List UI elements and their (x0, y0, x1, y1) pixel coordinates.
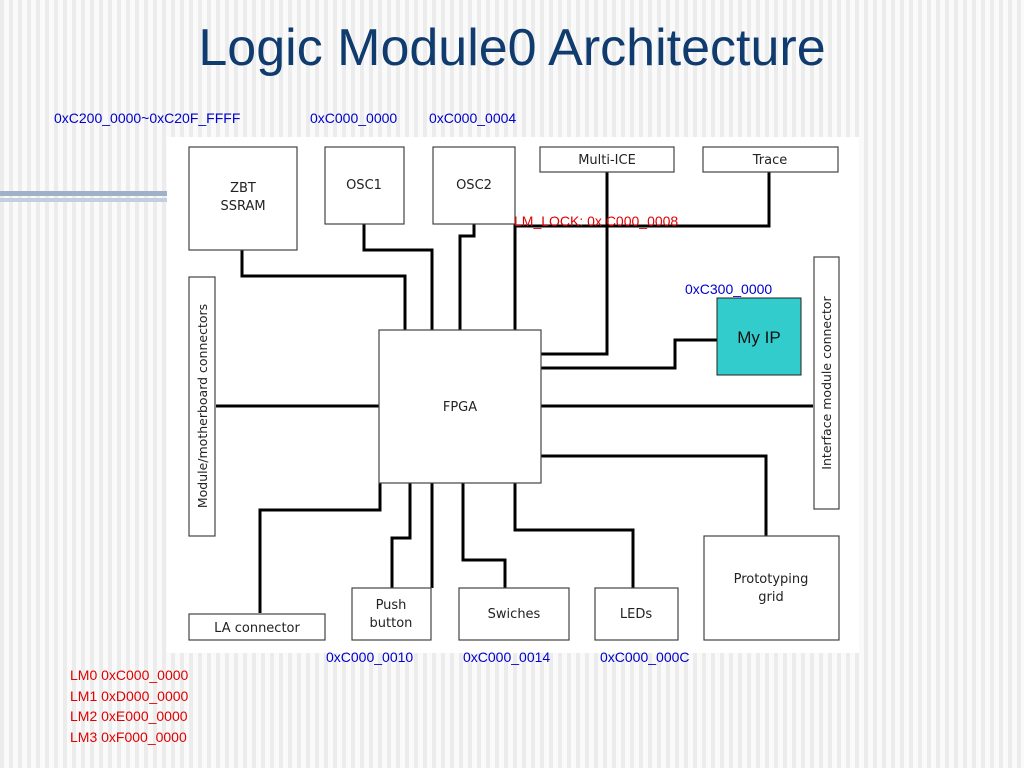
logic-module-list: LM0 0xC000_0000 LM1 0xD000_0000 LM2 0xE0… (70, 665, 188, 747)
slide-title: Logic Module0 Architecture (198, 19, 826, 77)
lm-lock-address: LM_LOCK: 0x C000_0008 (514, 213, 679, 229)
my-ip-box (716, 297, 802, 376)
leds-address: 0xC000_000C (600, 649, 690, 665)
push-label-line1: Push (376, 598, 407, 613)
line-myip-fpga (540, 338, 717, 370)
trace-label: Trace (752, 153, 788, 168)
zbt-label-line2: SSRAM (220, 199, 265, 214)
push-button-address: 0xC000_0010 (326, 649, 414, 665)
zbt-ssram-box (188, 146, 298, 251)
line-multiice-fpga (540, 172, 609, 356)
trace-box (702, 146, 839, 173)
lm-entry: LM0 0xC000_0000 (70, 667, 189, 683)
fpga-label: FPGA (443, 400, 477, 415)
push-button-box (351, 587, 432, 641)
line-push-fpga (390, 483, 412, 588)
zbt-address: 0xC200_0000~0xC20F_FFFF (54, 110, 241, 126)
interface-connector-label: Interface module connector (819, 295, 834, 469)
push-label-line2: button (370, 616, 413, 631)
osc1-address: 0xC000_0000 (310, 110, 398, 126)
line-leds-fpga (513, 483, 635, 588)
module-connectors-box (188, 276, 216, 537)
multi-ice-label: Multi-ICE (578, 153, 636, 168)
la-connector-label: LA connector (214, 621, 300, 636)
fpga-box (378, 329, 542, 484)
switches-label: Swiches (488, 607, 541, 622)
line-la-fpga (258, 483, 382, 613)
line-trace-fpga (513, 172, 771, 330)
proto-label-line2: grid (758, 590, 783, 605)
line-osc1-fpga (362, 224, 434, 330)
multi-ice-box (539, 146, 675, 173)
lm-entry: LM2 0xE000_0000 (70, 708, 188, 724)
osc2-box (432, 146, 516, 225)
lm-entry: LM1 0xD000_0000 (70, 687, 189, 704)
connection-lines (216, 172, 813, 613)
osc1-box (324, 146, 405, 225)
line-switches-fpga-b (461, 483, 507, 588)
line-proto-fpga (540, 454, 768, 536)
decorative-bar (0, 191, 168, 203)
interface-connector-box (813, 256, 840, 510)
leds-box (594, 587, 679, 641)
leds-label: LEDs (620, 607, 652, 622)
la-connector-box (188, 613, 326, 641)
line-zbt-fpga (240, 250, 407, 330)
osc1-label: OSC1 (346, 178, 382, 193)
zbt-label-line1: ZBT (230, 181, 256, 196)
line-osc2-fpga (458, 224, 476, 330)
proto-label-line1: Prototyping (734, 572, 809, 587)
my-ip-address: 0xC300_0000 (685, 281, 773, 297)
osc2-label: OSC2 (456, 178, 492, 193)
switches-address: 0xC000_0014 (463, 649, 551, 665)
module-connectors-label: Module/motherboard connectors (195, 304, 210, 508)
my-ip-label: My IP (737, 328, 780, 347)
lm-entry: LM3 0xF000_0000 (70, 728, 187, 745)
osc2-address: 0xC000_0004 (429, 110, 517, 126)
switches-box (458, 587, 570, 641)
prototyping-grid-box (703, 535, 840, 641)
